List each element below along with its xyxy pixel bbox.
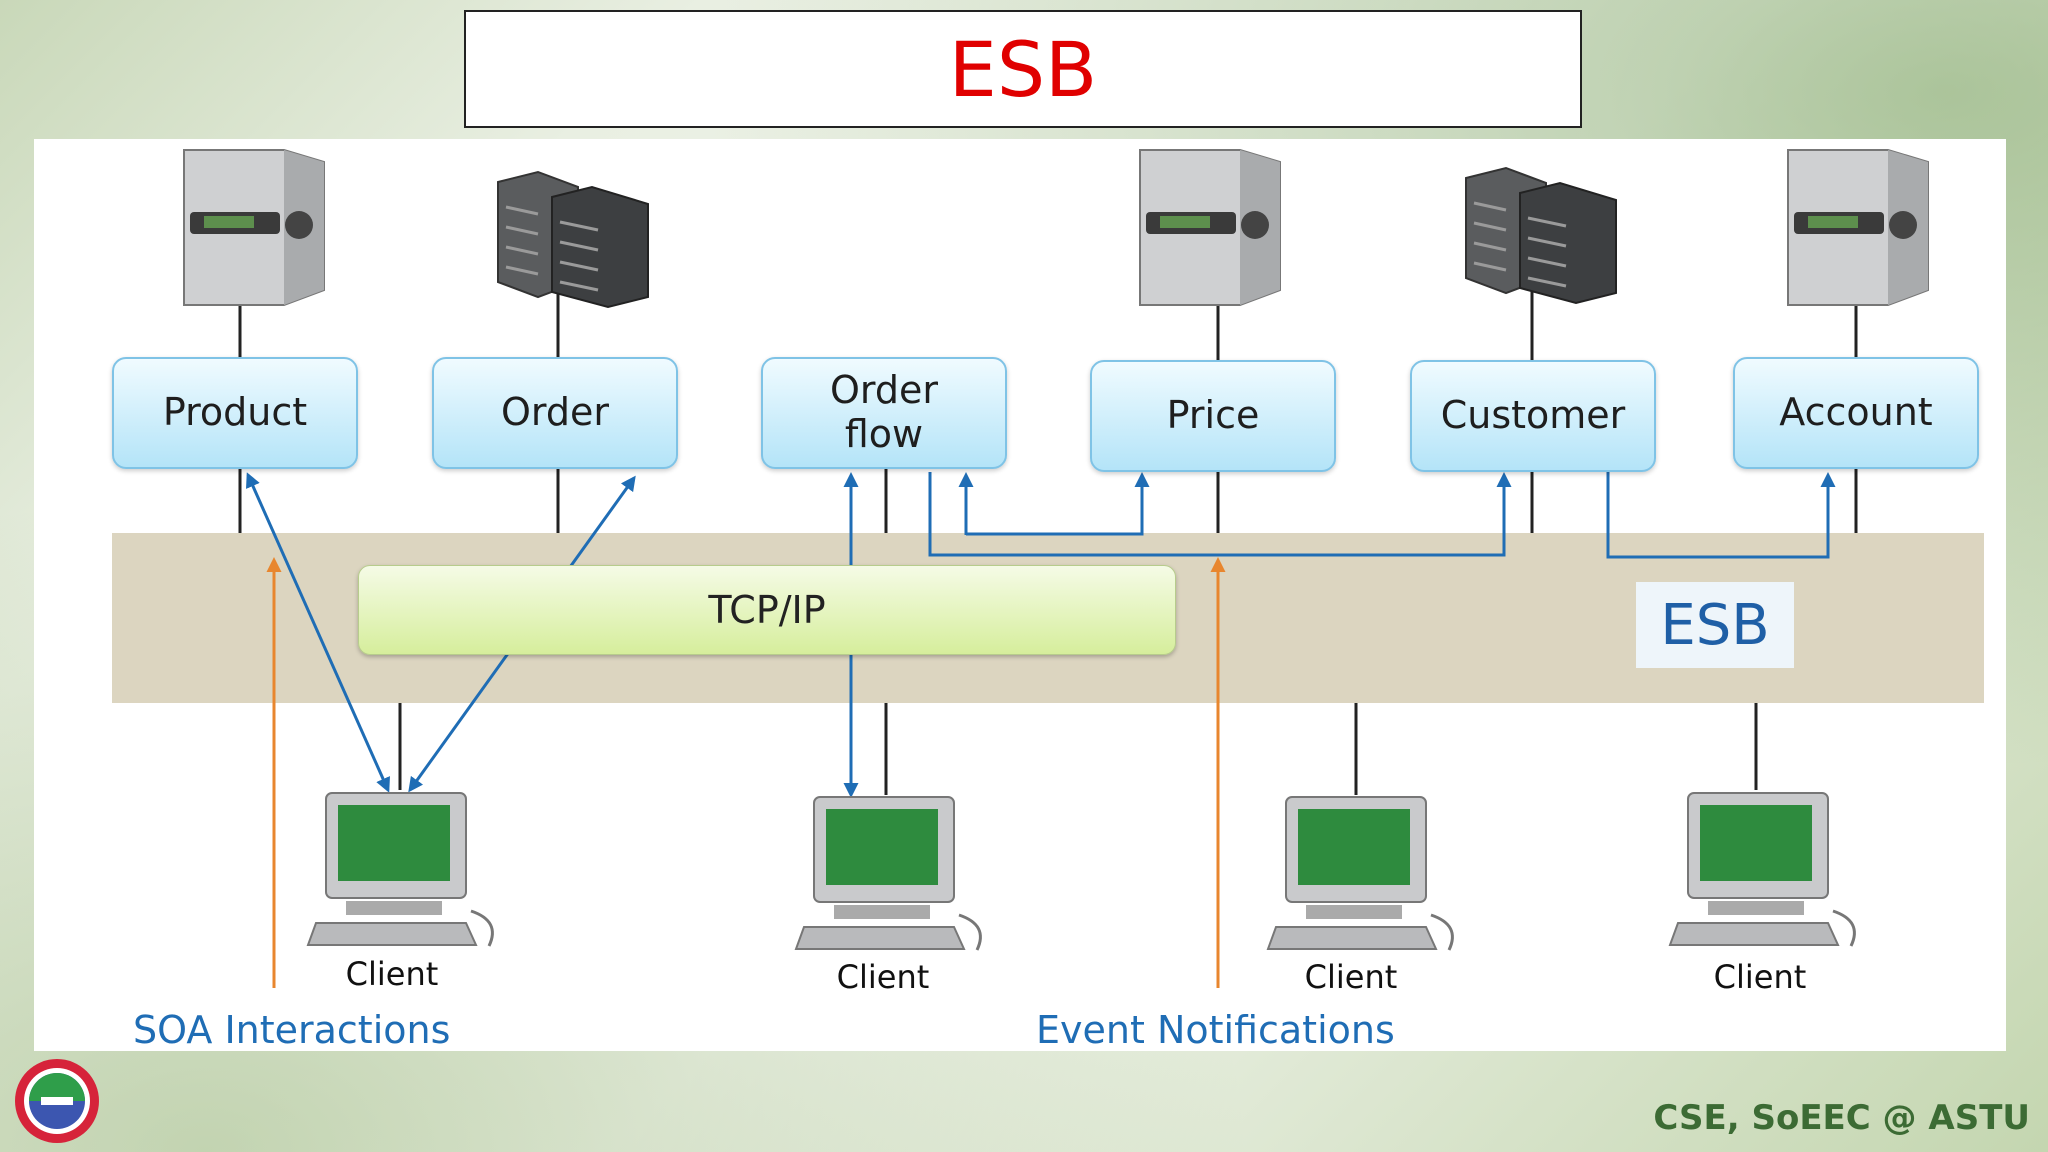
university-logo <box>15 1059 99 1143</box>
client-label: Client <box>345 955 439 993</box>
event-arrows <box>266 557 1226 988</box>
service-customer: Customer <box>1410 360 1656 472</box>
legend-event-notifications: Event Notifications <box>1036 1008 1395 1052</box>
slide-title: ESB <box>948 24 1098 114</box>
server-rack-icon <box>497 170 649 309</box>
legend-soa-interactions: SOA Interactions <box>133 1008 451 1052</box>
service-product: Product <box>112 357 358 469</box>
server-links <box>238 290 1858 360</box>
client-label: Client <box>1304 958 1398 996</box>
service-order: Order <box>432 357 678 469</box>
title-box: ESB <box>464 10 1582 128</box>
footer-credit: CSE, SoEEC @ ASTU <box>1653 1098 2030 1138</box>
client-bus-links <box>398 703 1758 795</box>
server-tower-icon <box>1139 149 1281 306</box>
server-tower-icon <box>1787 149 1929 306</box>
desktop-computer-icon <box>1668 792 1856 947</box>
service-bus-links <box>238 469 1858 533</box>
service-price: Price <box>1090 360 1336 472</box>
esb-label: ESB <box>1636 582 1794 668</box>
client-label: Client <box>1713 958 1807 996</box>
desktop-computer-icon <box>306 792 494 947</box>
desktop-computer-icon <box>1266 796 1454 951</box>
server-tower-icon <box>183 149 325 306</box>
tcp-ip-layer: TCP/IP <box>358 565 1176 655</box>
server-rack-icon <box>1465 166 1617 305</box>
desktop-computer-icon <box>794 796 982 951</box>
client-label: Client <box>836 958 930 996</box>
service-account: Account <box>1733 357 1979 469</box>
service-order-flow: Order flow <box>761 357 1007 469</box>
